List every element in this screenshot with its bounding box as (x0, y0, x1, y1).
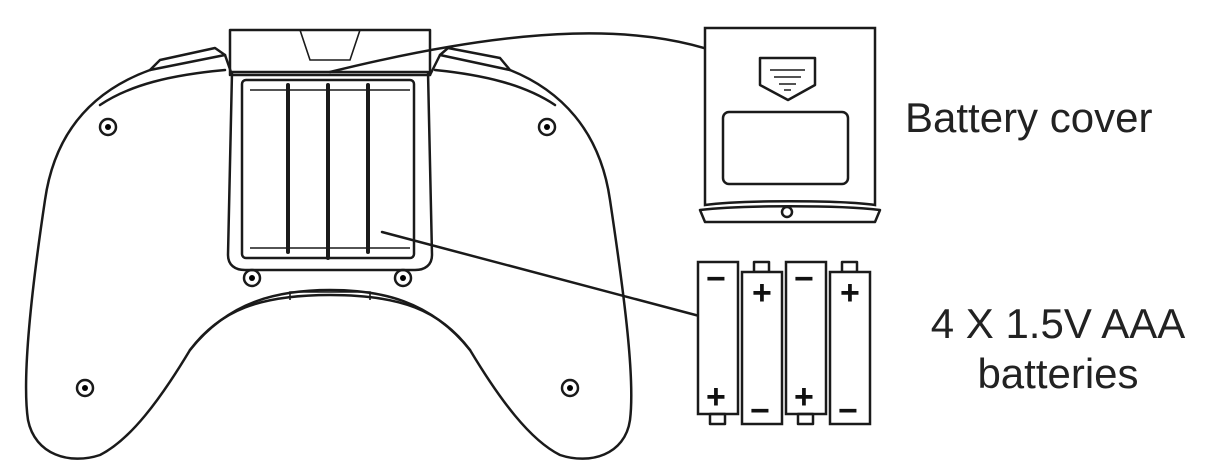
svg-text:+: + (752, 274, 772, 312)
svg-text:−: − (750, 392, 770, 430)
batteries-label-line2: batteries (977, 350, 1138, 397)
svg-text:+: + (706, 378, 726, 416)
aaa-batteries-icon: −+ +− −+ +− (696, 260, 872, 430)
battery-cover-label: Battery cover (905, 94, 1152, 141)
aaa-battery-icon: −+ (696, 260, 740, 426)
gamepad-controller-icon (24, 28, 633, 460)
battery-compartment-icon (226, 70, 434, 272)
svg-text:−: − (794, 260, 814, 298)
batteries-label-line1: 4 X 1.5V AAA (931, 300, 1186, 347)
battery-cover-icon (698, 26, 882, 224)
svg-text:+: + (840, 274, 860, 312)
aaa-battery-icon: −+ (784, 260, 828, 426)
battery-leader-line (380, 230, 724, 324)
aaa-battery-icon: +− (740, 260, 784, 430)
svg-text:−: − (838, 392, 858, 430)
aaa-battery-icon: +− (828, 260, 872, 430)
cover-leader-line (328, 32, 744, 74)
svg-text:+: + (794, 378, 814, 416)
screw-icons (75, 117, 580, 398)
svg-text:−: − (706, 260, 726, 298)
